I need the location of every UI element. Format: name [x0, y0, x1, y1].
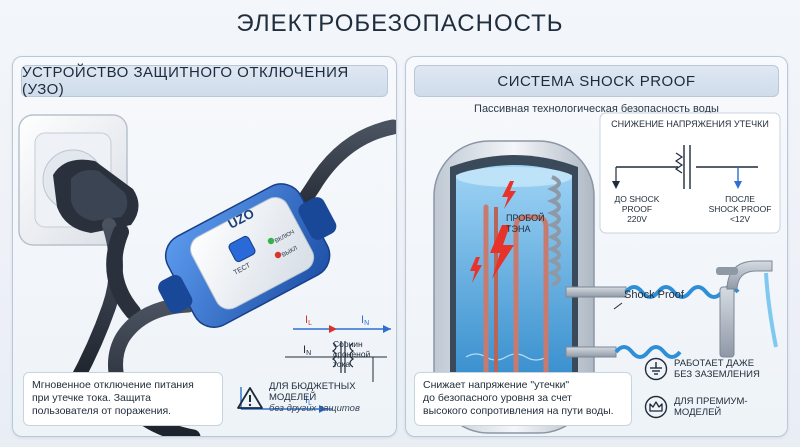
- heater-breakdown-label: ПРОБОЙ ТЭНА: [506, 213, 545, 234]
- arrow-in-icon: [383, 325, 391, 333]
- after-shock-proof-label: ПОСЛЕ SHOCK PROOF <12V: [708, 194, 772, 224]
- shock-proof-description: Снижает напряжение "утечки" до безопасно…: [414, 372, 632, 426]
- shock-proof-subtitle: Пассивная технологическая безопасность в…: [474, 103, 719, 115]
- label-il-top: IL: [305, 314, 312, 327]
- uzo-panel-title: УСТРОЙСТВО ЗАЩИТНОГО ОТКЛЮЧЕНИЯ (УЗО): [21, 64, 388, 98]
- arrow-il-icon: [329, 325, 337, 333]
- shock-proof-panel-title: СИСТЕМА SHOCK PROOF: [414, 65, 779, 97]
- uzo-description: Мгновенное отключение питания при утечке…: [23, 372, 223, 426]
- voltage-box-title: СНИЖЕНИЕ НАПРЯЖЕНИЯ УТЕЧКИ: [611, 119, 769, 129]
- page-title: ЭЛЕКТРОБЕЗОПАСНОСТЬ: [236, 10, 564, 37]
- faucet-icon: [716, 260, 778, 358]
- arrow-down-icon: [612, 181, 620, 189]
- breakdown-lightning-icon: [470, 181, 516, 283]
- uzo-illustration: UZO ТЕСТ ВКЛЮЧ ВЫКЛ IL IN: [18, 114, 396, 436]
- shock-proof-illustration: [433, 112, 781, 434]
- label-in-mid: IN: [303, 344, 311, 357]
- shock-proof-label: Shock Proof: [624, 289, 684, 301]
- status-led-red-icon: [274, 251, 282, 259]
- test-button[interactable]: [228, 235, 257, 263]
- label-il-bottom: IL: [305, 394, 312, 407]
- voltage-reduction-box: [599, 112, 781, 234]
- current-transformer-diagram: [240, 325, 391, 413]
- ground-icon: [644, 357, 668, 381]
- status-led-green-icon: [267, 237, 275, 245]
- plug: [53, 159, 141, 394]
- budget-models-badge: ДЛЯ БЮДЖЕТНЫХ МОДЕЛЕЙ без других защитов: [237, 381, 360, 414]
- label-in-top: IN: [361, 314, 369, 327]
- crown-icon: [644, 395, 668, 419]
- internal-spiral: [546, 175, 561, 287]
- circuit-caption: Сорнин сроненой тока: [333, 339, 371, 369]
- uzo-panel: УСТРОЙСТВО ЗАЩИТНОГО ОТКЛЮЧЕНИЯ (УЗО): [12, 56, 397, 437]
- shock-proof-panel: СИСТЕМА SHOCK PROOF Пассивная технологич…: [405, 56, 788, 437]
- before-shock-proof-label: ДО SHOCK PROOF 220V: [614, 194, 660, 224]
- feature-no-grounding: РАБОТАЕТ ДАЖЕ БЕЗ ЗАЗЕМЛЕНИЯ: [644, 357, 760, 381]
- arrow-down-blue-icon: [734, 181, 742, 189]
- feature-premium-models: ДЛЯ ПРЕМИУМ- МОДЕЛЕЙ: [644, 395, 748, 419]
- warning-icon: [237, 386, 263, 409]
